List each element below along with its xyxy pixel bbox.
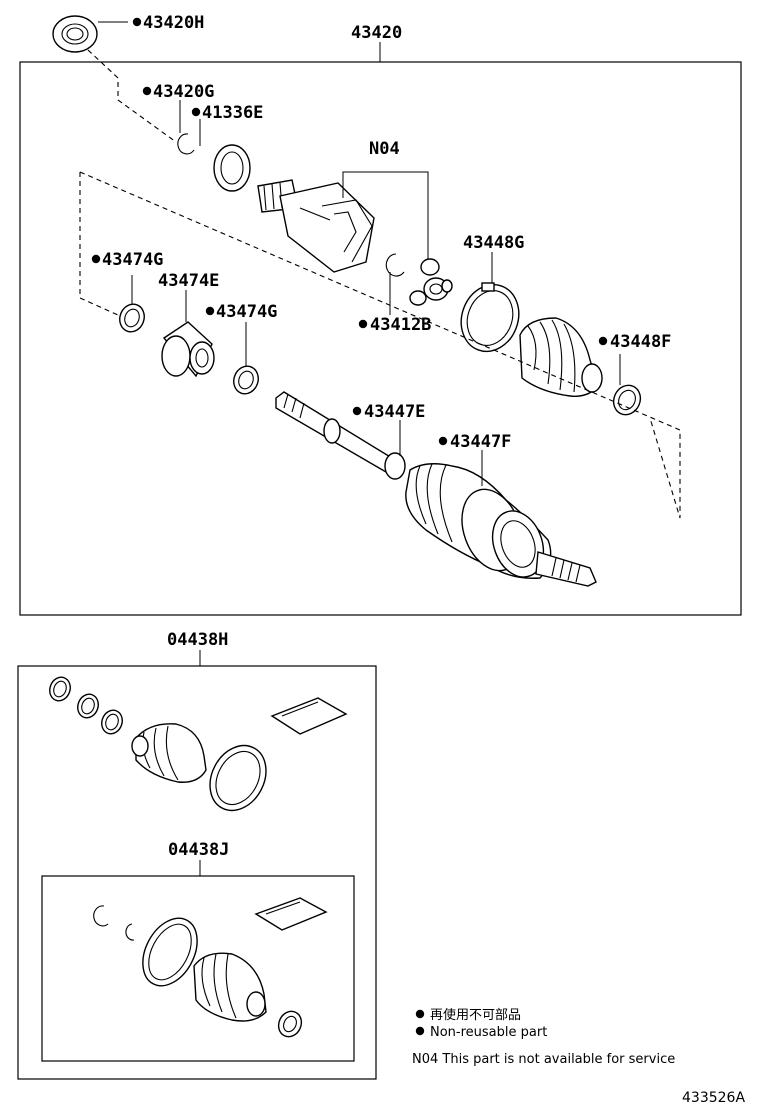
label-04438j: 04438J bbox=[168, 840, 229, 860]
kit-h-large-clamp bbox=[209, 744, 267, 812]
label-43474e: 43474E bbox=[158, 271, 219, 291]
non-reusable-dot-icon bbox=[205, 306, 215, 316]
kit-j-grease-packet bbox=[254, 897, 328, 931]
label-43447f: 43447F bbox=[450, 432, 511, 452]
legend-jp: 再使用不可部品 bbox=[430, 1007, 521, 1023]
kit-j-snap-ring-1 bbox=[93, 905, 109, 927]
boot-clamp-43448f bbox=[612, 384, 642, 416]
non-reusable-dot-icon bbox=[142, 86, 152, 96]
label-43474g-a: 43474G bbox=[102, 250, 163, 270]
label-43420: 43420 bbox=[351, 23, 402, 43]
label-43412b: 43412B bbox=[370, 315, 431, 335]
label-43474g-b: 43474G bbox=[216, 302, 277, 322]
label-43420h: 43420H bbox=[143, 13, 204, 33]
damper-clamp-43474g-right bbox=[233, 365, 259, 395]
inboard-joint-boot bbox=[519, 317, 603, 397]
boot-clamp-43448g bbox=[460, 282, 520, 353]
non-reusable-dot-icon bbox=[191, 107, 201, 117]
tripod-joint bbox=[409, 258, 453, 306]
non-reusable-dot-icon bbox=[132, 17, 142, 27]
kit-h-clamp-1 bbox=[49, 676, 71, 702]
snap-ring-43420g bbox=[177, 133, 195, 155]
non-reusable-dot-icon bbox=[358, 319, 368, 329]
inboard-joint-housing bbox=[257, 179, 375, 273]
legend-dot-icon-en bbox=[415, 1026, 425, 1036]
diagram-code: 433526A bbox=[682, 1090, 745, 1106]
kit-h-clamp-2 bbox=[77, 693, 99, 719]
non-reusable-dot-icon bbox=[352, 406, 362, 416]
kit-h-boot bbox=[131, 723, 207, 783]
boot-kit-04438h-frame bbox=[17, 665, 377, 1080]
dynamic-damper-43474e bbox=[161, 321, 215, 378]
kit-j-large-clamp bbox=[142, 917, 198, 987]
damper-clamp-43474g-left bbox=[119, 303, 145, 333]
kit-j-snap-ring-2 bbox=[125, 923, 135, 941]
label-43448f: 43448F bbox=[610, 332, 671, 352]
boot-kit-04438j-frame bbox=[41, 875, 355, 1062]
label-04438h: 04438H bbox=[167, 630, 228, 650]
legend-n04-note: N04 This part is not available for servi… bbox=[412, 1052, 675, 1067]
label-41336e: 41336E bbox=[202, 103, 263, 123]
legend-en: Non-reusable part bbox=[430, 1025, 547, 1040]
label-n04: N04 bbox=[369, 139, 400, 159]
snap-ring-43412b bbox=[385, 253, 405, 277]
dust-deflector-41336e bbox=[213, 144, 251, 192]
legend-dot-icon-jp bbox=[415, 1009, 425, 1019]
label-43420g: 43420G bbox=[153, 82, 214, 102]
kit-j-boot bbox=[193, 952, 267, 1022]
label-43448g: 43448G bbox=[463, 233, 524, 253]
non-reusable-dot-icon bbox=[91, 254, 101, 264]
drive-shaft-assembly bbox=[275, 391, 597, 587]
kit-h-grease-packet bbox=[270, 697, 348, 735]
kit-j-small-clamp bbox=[277, 1010, 303, 1038]
non-reusable-dot-icon bbox=[438, 436, 448, 446]
kit-h-clamp-3 bbox=[101, 709, 123, 735]
oil-seal-43420h bbox=[52, 15, 98, 53]
non-reusable-dot-icon bbox=[598, 336, 608, 346]
label-43447e: 43447E bbox=[364, 402, 425, 422]
